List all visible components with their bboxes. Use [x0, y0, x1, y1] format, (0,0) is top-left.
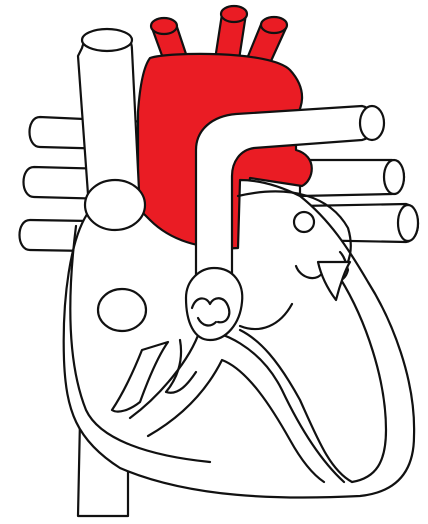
- superior-vena-cava-opening: [82, 29, 132, 51]
- right-vein-stub-lower-opening: [398, 205, 418, 241]
- fossa-ovalis: [98, 289, 146, 331]
- svc-junction: [85, 180, 145, 230]
- aorta-branch-right-opening: [261, 17, 287, 33]
- aorta-branch-middle-opening: [221, 6, 247, 22]
- aorta-branch-left-opening: [151, 18, 177, 34]
- right-vein-stub-upper-opening: [384, 160, 404, 194]
- pulmonary-trunk-opening: [360, 106, 384, 140]
- pulmonary-vein-opening: [294, 212, 314, 232]
